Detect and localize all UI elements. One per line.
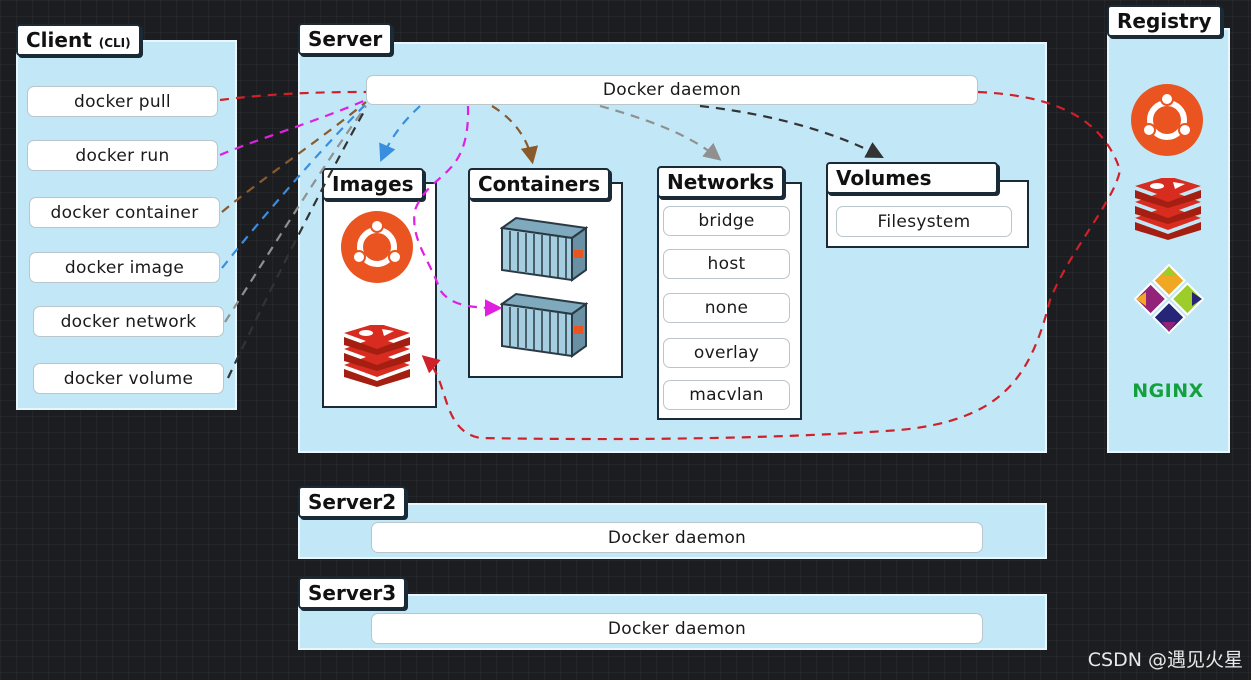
images-title: Images bbox=[322, 168, 424, 200]
registry-title: Registry bbox=[1107, 5, 1222, 37]
cmd-docker-pull[interactable]: docker pull bbox=[27, 86, 218, 117]
cmd-docker-run[interactable]: docker run bbox=[27, 140, 218, 171]
network-host[interactable]: host bbox=[663, 249, 790, 279]
server-title: Server bbox=[298, 23, 393, 55]
watermark: CSDN @遇见火星 bbox=[1087, 649, 1243, 671]
cmd-docker-container[interactable]: docker container bbox=[29, 197, 220, 228]
networks-title: Networks bbox=[657, 166, 785, 198]
container-icon bbox=[500, 292, 588, 358]
container-icon bbox=[500, 216, 588, 282]
network-none[interactable]: none bbox=[663, 293, 790, 323]
containers-title: Containers bbox=[468, 168, 611, 200]
docker-daemon-bar[interactable]: Docker daemon bbox=[366, 75, 978, 105]
server2-title: Server2 bbox=[298, 486, 407, 518]
registry-panel bbox=[1107, 28, 1230, 453]
cmd-docker-volume[interactable]: docker volume bbox=[33, 363, 224, 394]
redis-logo-icon bbox=[344, 325, 410, 387]
volumes-title: Volumes bbox=[826, 162, 998, 194]
network-overlay[interactable]: overlay bbox=[663, 338, 790, 368]
ubuntu-logo-icon bbox=[341, 211, 413, 283]
cmd-docker-network[interactable]: docker network bbox=[33, 306, 224, 337]
server3-title: Server3 bbox=[298, 577, 407, 609]
network-bridge[interactable]: bridge bbox=[663, 206, 790, 236]
client-title-suffix: (CLI) bbox=[98, 36, 131, 50]
cmd-docker-image[interactable]: docker image bbox=[29, 252, 220, 283]
ubuntu-logo-icon bbox=[1131, 84, 1203, 156]
client-title: Client (CLI) bbox=[16, 24, 141, 56]
client-title-label: Client bbox=[26, 28, 92, 52]
nginx-logo: NGINX bbox=[1132, 380, 1204, 402]
network-macvlan[interactable]: macvlan bbox=[663, 380, 790, 410]
redis-logo-icon bbox=[1135, 178, 1201, 240]
volume-filesystem[interactable]: Filesystem bbox=[836, 206, 1012, 237]
server3-docker-daemon-bar[interactable]: Docker daemon bbox=[371, 613, 983, 644]
centos-logo-icon bbox=[1134, 264, 1204, 334]
server2-docker-daemon-bar[interactable]: Docker daemon bbox=[371, 522, 983, 553]
